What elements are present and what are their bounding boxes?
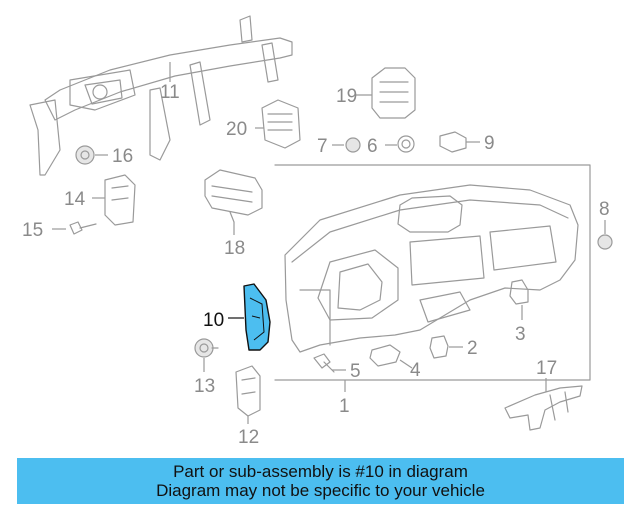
callout-14: 14 — [64, 189, 86, 210]
part-4-clip[interactable] — [369, 344, 413, 369]
part-10-side-panel-highlighted[interactable] — [228, 283, 271, 351]
part-19-bracket[interactable] — [355, 67, 416, 119]
callout-20: 20 — [226, 119, 247, 140]
callout-8: 8 — [599, 199, 610, 220]
callout-16: 16 — [112, 146, 133, 167]
callout-18: 18 — [224, 238, 245, 259]
part-18-module[interactable] — [204, 169, 263, 235]
callout-12: 12 — [238, 427, 259, 448]
callout-2: 2 — [467, 338, 478, 359]
callout-13: 13 — [194, 376, 215, 397]
part-15-bolt[interactable] — [52, 221, 97, 235]
part-3-bracket[interactable] — [509, 279, 529, 320]
part-12-bracket[interactable] — [235, 365, 261, 424]
part-6-grommet[interactable] — [385, 135, 415, 153]
parts-diagram: 11 19 20 7 6 9 16 14 — [22, 15, 613, 448]
part-13-grommet[interactable] — [194, 338, 219, 372]
part-20-air-vent[interactable] — [255, 99, 301, 149]
part-7-clip[interactable] — [332, 137, 361, 153]
part-8-grommet[interactable] — [597, 220, 613, 250]
part-5-screw[interactable] — [313, 353, 346, 373]
info-banner: Part or sub-assembly is #10 in diagram D… — [17, 458, 624, 504]
part-11-support-beam[interactable] — [29, 15, 293, 176]
callout-10: 10 — [203, 310, 224, 331]
callout-4: 4 — [410, 360, 421, 381]
callout-6: 6 — [367, 136, 378, 157]
callout-5: 5 — [350, 361, 361, 382]
part-14-bracket[interactable] — [92, 174, 136, 226]
part-9-clip[interactable] — [439, 131, 480, 153]
banner-line-2: Diagram may not be specific to your vehi… — [156, 481, 485, 500]
part-16-grommet[interactable] — [75, 145, 108, 165]
banner-line-1: Part or sub-assembly is #10 in diagram — [173, 462, 468, 481]
callout-7: 7 — [317, 136, 328, 157]
callout-11: 11 — [160, 82, 180, 103]
part-2-clip[interactable] — [429, 335, 463, 359]
part-1-instrument-panel[interactable] — [274, 164, 591, 392]
callout-9: 9 — [484, 133, 495, 154]
part-17-bracket[interactable] — [504, 378, 583, 431]
callout-3: 3 — [515, 324, 526, 345]
callout-15: 15 — [22, 220, 43, 241]
callout-1: 1 — [339, 396, 350, 417]
callout-17: 17 — [536, 358, 557, 379]
callout-19: 19 — [336, 86, 357, 107]
